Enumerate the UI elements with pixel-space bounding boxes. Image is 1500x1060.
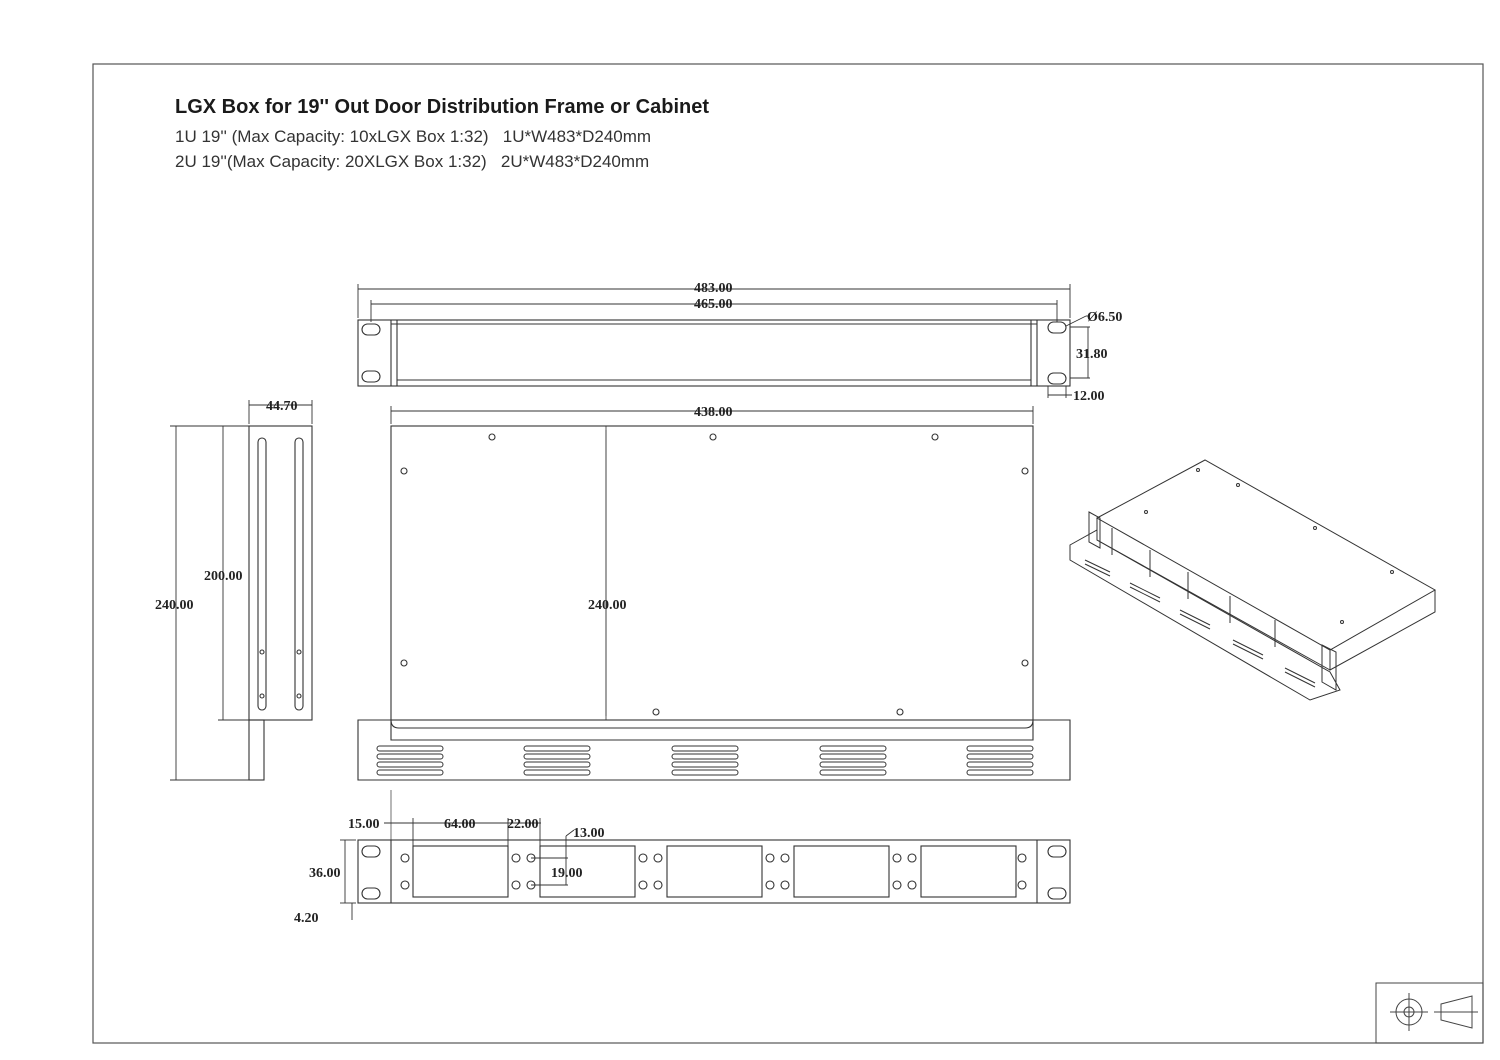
lgx-slot [920, 845, 1017, 898]
lgx-slot [539, 845, 636, 898]
third-angle-projection-icon [1390, 993, 1478, 1031]
title-block [1375, 982, 1484, 1044]
dim-overall-width: 483.00 [694, 281, 733, 296]
top-view-outline [357, 319, 1071, 387]
iso-ear [1321, 644, 1337, 691]
front-dims [340, 790, 575, 920]
dim-front-height: 36.00 [309, 866, 341, 881]
dim-side-height: 44.70 [266, 399, 298, 414]
dim-hole-pitch: 19.00 [551, 866, 583, 881]
side-slot [294, 437, 304, 711]
side-flange [248, 719, 265, 781]
plan-body [390, 425, 1034, 721]
front-flange [357, 719, 1071, 781]
iso-top [1095, 459, 1437, 651]
side-view [248, 425, 313, 781]
iso-side [1329, 590, 1436, 671]
dim-inner-width: 465.00 [694, 297, 733, 312]
mount-hole [361, 370, 381, 383]
side-dims [170, 400, 313, 781]
dim-hole-diameter: Ø6.50 [1087, 310, 1122, 325]
mount-hole [1047, 321, 1067, 334]
side-slot [257, 437, 267, 711]
lgx-slot [666, 845, 763, 898]
dim-body-width: 438.00 [694, 405, 733, 420]
side-body [248, 425, 313, 721]
mount-hole [361, 323, 381, 336]
spec-line-1u: 1U 19'' (Max Capacity: 10xLGX Box 1:32) … [175, 127, 652, 146]
front-outline [357, 839, 1071, 904]
plan-dims [390, 406, 1034, 716]
dim-hole-spacing: 31.80 [1076, 347, 1108, 362]
top-dims [357, 284, 1090, 398]
dim-side-inner-depth: 200.00 [204, 569, 243, 584]
dim-top-depth: 240.00 [588, 598, 627, 613]
dim-slot-offset: 13.00 [573, 826, 605, 841]
dim-bottom-offset: 4.20 [294, 911, 319, 926]
dim-slot-gap: 22.00 [507, 817, 539, 832]
dim-side-depth: 240.00 [155, 598, 194, 613]
sheet-border [92, 63, 1484, 1044]
isometric-view [1069, 459, 1437, 701]
iso-flange [1069, 529, 1341, 701]
lgx-slot [412, 845, 509, 898]
lgx-slot [793, 845, 890, 898]
drawing-title: LGX Box for 19'' Out Door Distribution F… [175, 96, 709, 118]
vent-slots [376, 745, 1034, 776]
mount-hole [1047, 372, 1067, 385]
top-view [357, 319, 1071, 387]
dim-slot-width: 64.00 [444, 817, 476, 832]
dim-hole-offset: 12.00 [1073, 389, 1105, 404]
dim-front-offset: 15.00 [348, 817, 380, 832]
iso-ear [1088, 511, 1101, 549]
plan-view [357, 425, 1071, 781]
front-view [357, 839, 1071, 904]
spec-line-2u: 2U 19''(Max Capacity: 20XLGX Box 1:32) 2… [175, 152, 650, 171]
